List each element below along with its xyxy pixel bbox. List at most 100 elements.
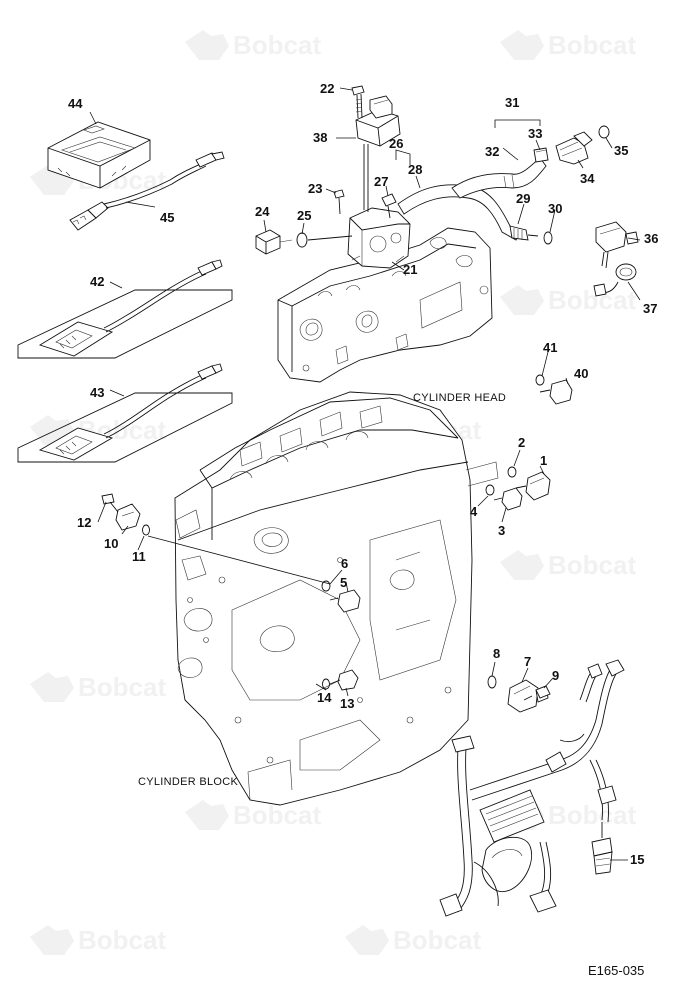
hose-32 — [451, 157, 547, 199]
callout-38: 38 — [313, 130, 327, 145]
ring-11 — [142, 524, 150, 536]
bolt-12 — [101, 493, 119, 513]
sensor-1 — [515, 471, 551, 501]
hose-28 — [397, 184, 521, 241]
callout-15: 15 — [630, 852, 644, 867]
cylinder-block — [174, 391, 499, 806]
sensor-36 — [595, 221, 639, 269]
callout-11: 11 — [132, 549, 146, 564]
sensor-3 — [493, 487, 523, 511]
ring-2 — [507, 466, 517, 478]
callout-3: 3 — [498, 523, 505, 538]
ring-6 — [321, 580, 331, 592]
callout-37: 37 — [643, 301, 657, 316]
callout-41: 41 — [543, 340, 557, 355]
callout-4: 4 — [470, 504, 478, 519]
bobcat-watermark-logo: Bobcat — [30, 925, 166, 955]
callout-44: 44 — [68, 96, 83, 111]
ring-8 — [487, 675, 497, 689]
callout-40: 40 — [574, 366, 588, 381]
leader-lines — [89, 87, 641, 861]
fitting-34 — [555, 131, 593, 165]
callout-labels: 22 38 26 23 27 28 24 25 21 29 30 31 32 3… — [68, 81, 658, 978]
ring-30 — [543, 231, 553, 245]
sensor-13 — [337, 669, 359, 691]
bobcat-watermark-logo: Bobcat — [500, 285, 636, 315]
bolt-23 — [333, 189, 345, 215]
gasket-25 — [296, 232, 353, 248]
bobcat-watermark-logo: Bobcat — [30, 672, 166, 702]
callout-30: 30 — [548, 201, 562, 216]
callout-31: 31 — [505, 95, 519, 110]
bobcat-watermark-logo: Bobcat — [345, 925, 481, 955]
watermark-text: Bobcat — [233, 30, 321, 60]
callout-22: 22 — [320, 81, 334, 96]
pressure-switch-15 — [591, 822, 613, 875]
callout-5: 5 — [340, 575, 347, 590]
watermark-text: Bobcat — [78, 672, 166, 702]
egr-valve-21 — [347, 207, 411, 269]
callout-8: 8 — [493, 646, 500, 661]
bobcat-watermark-logo: Bobcat — [185, 800, 321, 830]
watermark-text: Bobcat — [233, 800, 321, 830]
watermark-text: Bobcat — [548, 550, 636, 580]
callout-14: 14 — [317, 690, 332, 705]
cylinder-block-caption: CYLINDER BLOCK — [138, 776, 239, 788]
egr-actuator-38 — [355, 95, 401, 212]
sensor-kit-43 — [17, 363, 233, 463]
watermark-text: Bobcat — [393, 925, 481, 955]
callout-35: 35 — [614, 143, 628, 158]
callout-26: 26 — [389, 136, 403, 151]
sensor-27 — [381, 193, 397, 219]
bobcat-watermark-logo: Bobcat — [500, 30, 636, 60]
sensor-40 — [539, 379, 573, 405]
pipe-29 — [509, 225, 539, 241]
sensor-kit-42 — [17, 259, 233, 359]
callout-36: 36 — [644, 231, 658, 246]
bobcat-watermark-logo: Bobcat — [185, 30, 321, 60]
ring-4 — [485, 484, 495, 496]
callout-34: 34 — [580, 171, 595, 186]
sensor-clamp-37 — [593, 263, 637, 297]
callout-9: 9 — [552, 668, 559, 683]
sensor-5 — [329, 589, 361, 613]
sensor-cable-45 — [69, 151, 225, 231]
callout-28: 28 — [408, 162, 422, 177]
bolt-22 — [351, 85, 365, 119]
callout-29: 29 — [516, 191, 530, 206]
callout-45: 45 — [160, 210, 174, 225]
document-id: E165-035 — [588, 963, 644, 978]
callout-27: 27 — [374, 174, 388, 189]
control-unit-44 — [47, 121, 151, 189]
bolt-9 — [523, 685, 551, 701]
ring-14 — [322, 678, 330, 690]
callout-43: 43 — [90, 385, 104, 400]
sensor-10 — [115, 503, 141, 531]
callout-23: 23 — [308, 181, 322, 196]
watermark-text: Bobcat — [548, 30, 636, 60]
wiring-harness — [439, 659, 625, 917]
ring-35 — [598, 125, 610, 139]
callout-6: 6 — [341, 556, 348, 571]
callout-21: 21 — [403, 262, 417, 277]
watermark-text: Bobcat — [548, 800, 636, 830]
callout-42: 42 — [90, 274, 104, 289]
callout-33: 33 — [528, 126, 542, 141]
callout-7: 7 — [524, 654, 531, 669]
callout-10: 10 — [104, 536, 118, 551]
bobcat-watermark-logo: Bobcat — [500, 550, 636, 580]
callout-13: 13 — [340, 696, 354, 711]
callout-32: 32 — [485, 144, 499, 159]
ring-41 — [535, 374, 545, 386]
watermark-text: Bobcat — [548, 285, 636, 315]
plug-24 — [255, 229, 293, 255]
callout-1: 1 — [540, 453, 547, 468]
watermark-text: Bobcat — [78, 925, 166, 955]
cylinder-head-caption: CYLINDER HEAD — [413, 392, 506, 404]
callout-24: 24 — [255, 204, 270, 219]
callout-2: 2 — [518, 435, 525, 450]
callout-12: 12 — [77, 515, 91, 530]
clamp-33 — [533, 147, 549, 163]
callout-25: 25 — [297, 208, 311, 223]
